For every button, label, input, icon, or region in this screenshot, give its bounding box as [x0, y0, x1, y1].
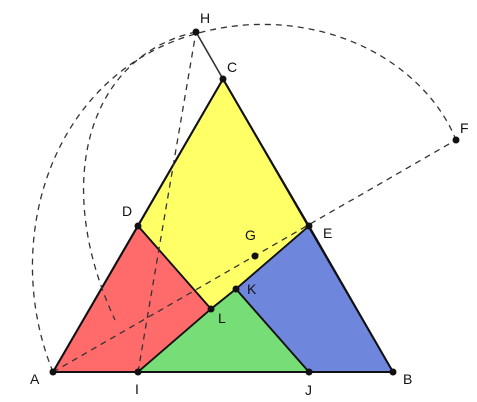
- point-c: [219, 75, 227, 83]
- dashed-arc-large: [31, 23, 457, 373]
- label-i: I: [135, 381, 139, 397]
- point-k: [232, 285, 240, 293]
- label-e: E: [323, 225, 332, 241]
- label-h: H: [200, 10, 210, 26]
- point-g: [251, 252, 259, 260]
- label-k: K: [247, 281, 257, 297]
- label-l: L: [218, 310, 226, 326]
- dashed-line-ih: [137, 31, 197, 373]
- segment-ch: [195, 31, 224, 80]
- point-e: [305, 222, 313, 230]
- label-g: G: [245, 227, 256, 243]
- point-j: [305, 368, 313, 376]
- point-f: [452, 136, 460, 144]
- point-i: [134, 368, 142, 376]
- label-a: A: [30, 371, 40, 387]
- label-b: B: [403, 371, 412, 387]
- label-d: D: [122, 203, 132, 219]
- point-l: [207, 305, 215, 313]
- point-d: [134, 222, 142, 230]
- label-j: J: [305, 382, 312, 398]
- point-a: [49, 368, 57, 376]
- label-f: F: [460, 120, 469, 136]
- dashed-arc-small: [83, 31, 197, 321]
- label-c: C: [227, 59, 237, 75]
- point-h: [192, 28, 200, 36]
- point-markers: [49, 28, 460, 376]
- point-b: [389, 368, 397, 376]
